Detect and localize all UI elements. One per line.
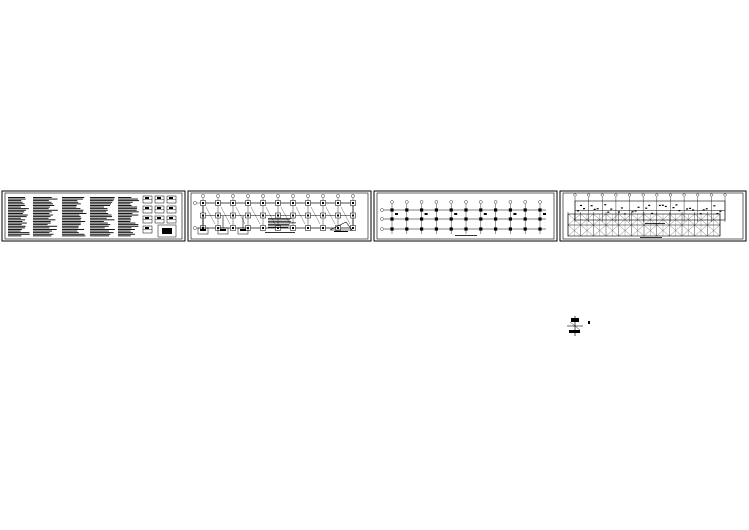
detail-sketches	[142, 195, 177, 238]
detached-column-detail	[567, 316, 590, 336]
beam-plan	[573, 193, 727, 224]
sheet-beam-and-slab-plan	[559, 190, 747, 242]
notes-text-block	[8, 197, 139, 237]
sheet-foundation-plan	[187, 190, 372, 242]
sheet-column-plan	[373, 190, 558, 242]
footing-details	[197, 216, 353, 235]
slab-plan	[567, 212, 721, 238]
column-grid	[380, 200, 546, 236]
sheet-general-notes	[1, 190, 186, 242]
